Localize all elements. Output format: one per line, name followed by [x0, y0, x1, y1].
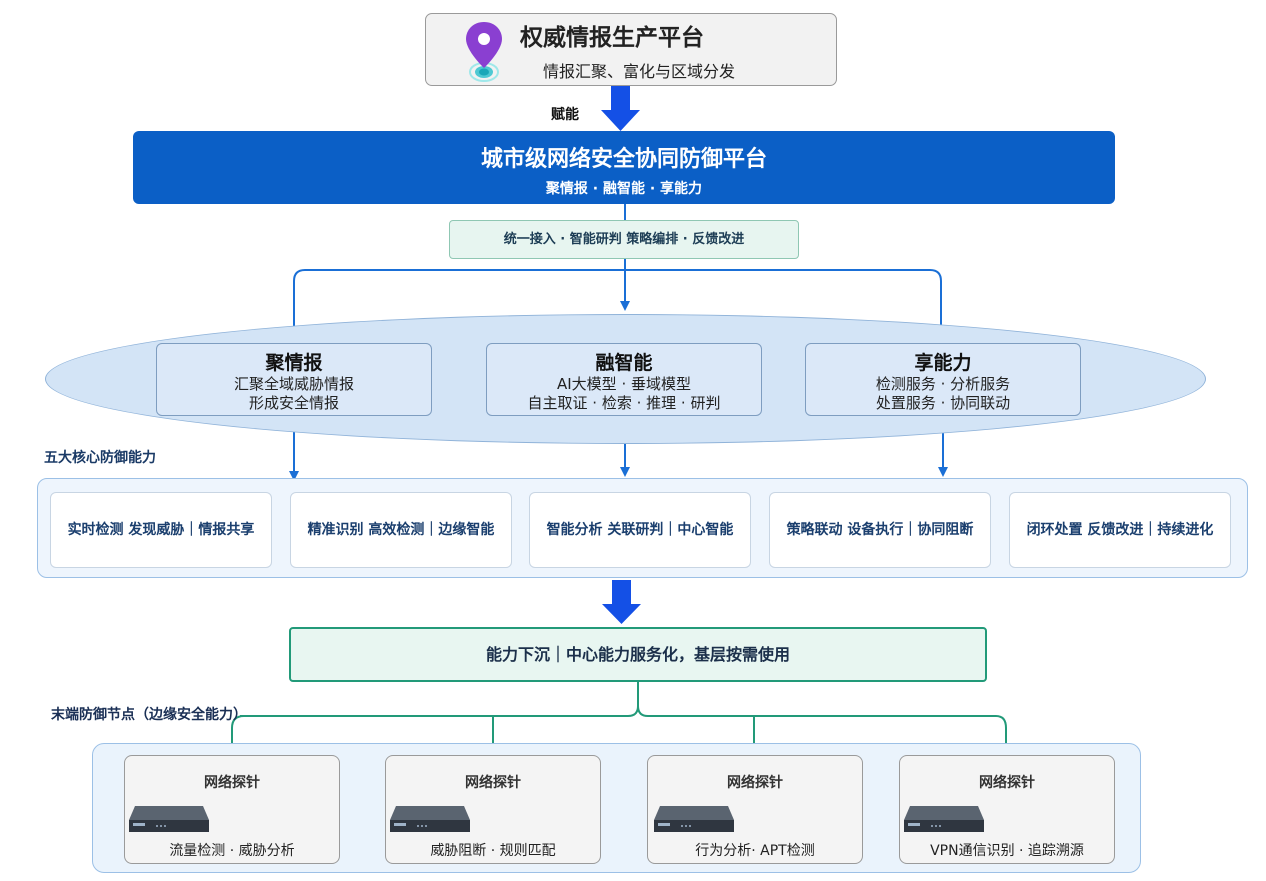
city-platform-title: 城市级网络安全协同防御平台 [480, 147, 767, 172]
capability-card-share: 享能力 检测服务 · 分析服务 处置服务 · 协同联动 [805, 343, 1081, 416]
edge-lines [227, 682, 1011, 757]
capability-line: 汇聚全域威胁情报 [233, 375, 354, 393]
capability-line: AI大模型 · 垂域模型 [557, 375, 691, 393]
probe-title: 网络探针 [727, 775, 783, 791]
network-probe-device-icon [654, 806, 734, 832]
capability-line: 形成安全情报 [248, 394, 339, 412]
capability-title: 聚情报 [265, 352, 323, 374]
capability-title: 融智能 [595, 352, 653, 374]
edge-node-label: 末端防御节点（边缘安全能力） [51, 707, 247, 723]
probe-title: 网络探针 [979, 775, 1035, 791]
unified-access-box: 统一接入 · 智能研判 策略编排 · 反馈改进 [449, 220, 799, 259]
probe-desc: 行为分析· APT检测 [695, 843, 815, 859]
probe-node: 网络探针 流量检测 · 威胁分析 [124, 755, 340, 864]
probe-title: 网络探针 [204, 775, 260, 791]
core-item: 智能分析 关联研判｜中心智能 [529, 492, 751, 568]
capability-line: 检测服务 · 分析服务 [875, 375, 1011, 393]
city-platform-subtitle: 聚情报 · 融智能 · 享能力 [545, 181, 703, 197]
capability-card-intel: 聚情报 汇聚全域威胁情报 形成安全情报 [156, 343, 432, 416]
network-probe-device-icon [904, 806, 984, 832]
probe-desc: 威胁阻断 · 规则匹配 [430, 843, 556, 859]
probe-desc: 流量检测 · 威胁分析 [169, 843, 295, 859]
probe-node: 网络探针 威胁阻断 · 规则匹配 [385, 755, 601, 864]
core-item: 闭环处置 反馈改进｜持续进化 [1009, 492, 1231, 568]
big-arrow-empower [601, 86, 640, 131]
probe-node: 网络探针 VPN通信识别 · 追踪溯源 [899, 755, 1115, 864]
probe-title: 网络探针 [465, 775, 521, 791]
intel-platform-subtitle: 情报汇聚、富化与区域分发 [543, 62, 736, 81]
probe-desc: VPN通信识别 · 追踪溯源 [930, 843, 1084, 859]
capability-line: 自主取证 · 检索 · 推理 · 研判 [527, 394, 721, 412]
network-probe-device-icon [390, 806, 470, 832]
city-platform-bar [133, 131, 1115, 204]
big-arrow-sink [602, 580, 641, 624]
intel-platform-title: 权威情报生产平台 [520, 25, 704, 51]
core-item: 实时检测 发现威胁｜情报共享 [50, 492, 272, 568]
capability-card-ai: 融智能 AI大模型 · 垂域模型 自主取证 · 检索 · 推理 · 研判 [486, 343, 762, 416]
capability-sink-box: 能力下沉｜中心能力服务化，基层按需使用 [289, 627, 987, 682]
network-probe-device-icon [129, 806, 209, 832]
capability-line: 处置服务 · 协同联动 [875, 394, 1011, 412]
capability-title: 享能力 [914, 352, 972, 374]
core-item: 精准识别 高效检测｜边缘智能 [290, 492, 512, 568]
location-pin-icon [466, 22, 502, 82]
probe-node: 网络探针 行为分析· APT检测 [647, 755, 863, 864]
core-item: 策略联动 设备执行｜协同阻断 [769, 492, 991, 568]
empower-label: 赋能 [551, 107, 579, 123]
five-core-label: 五大核心防御能力 [44, 450, 156, 466]
